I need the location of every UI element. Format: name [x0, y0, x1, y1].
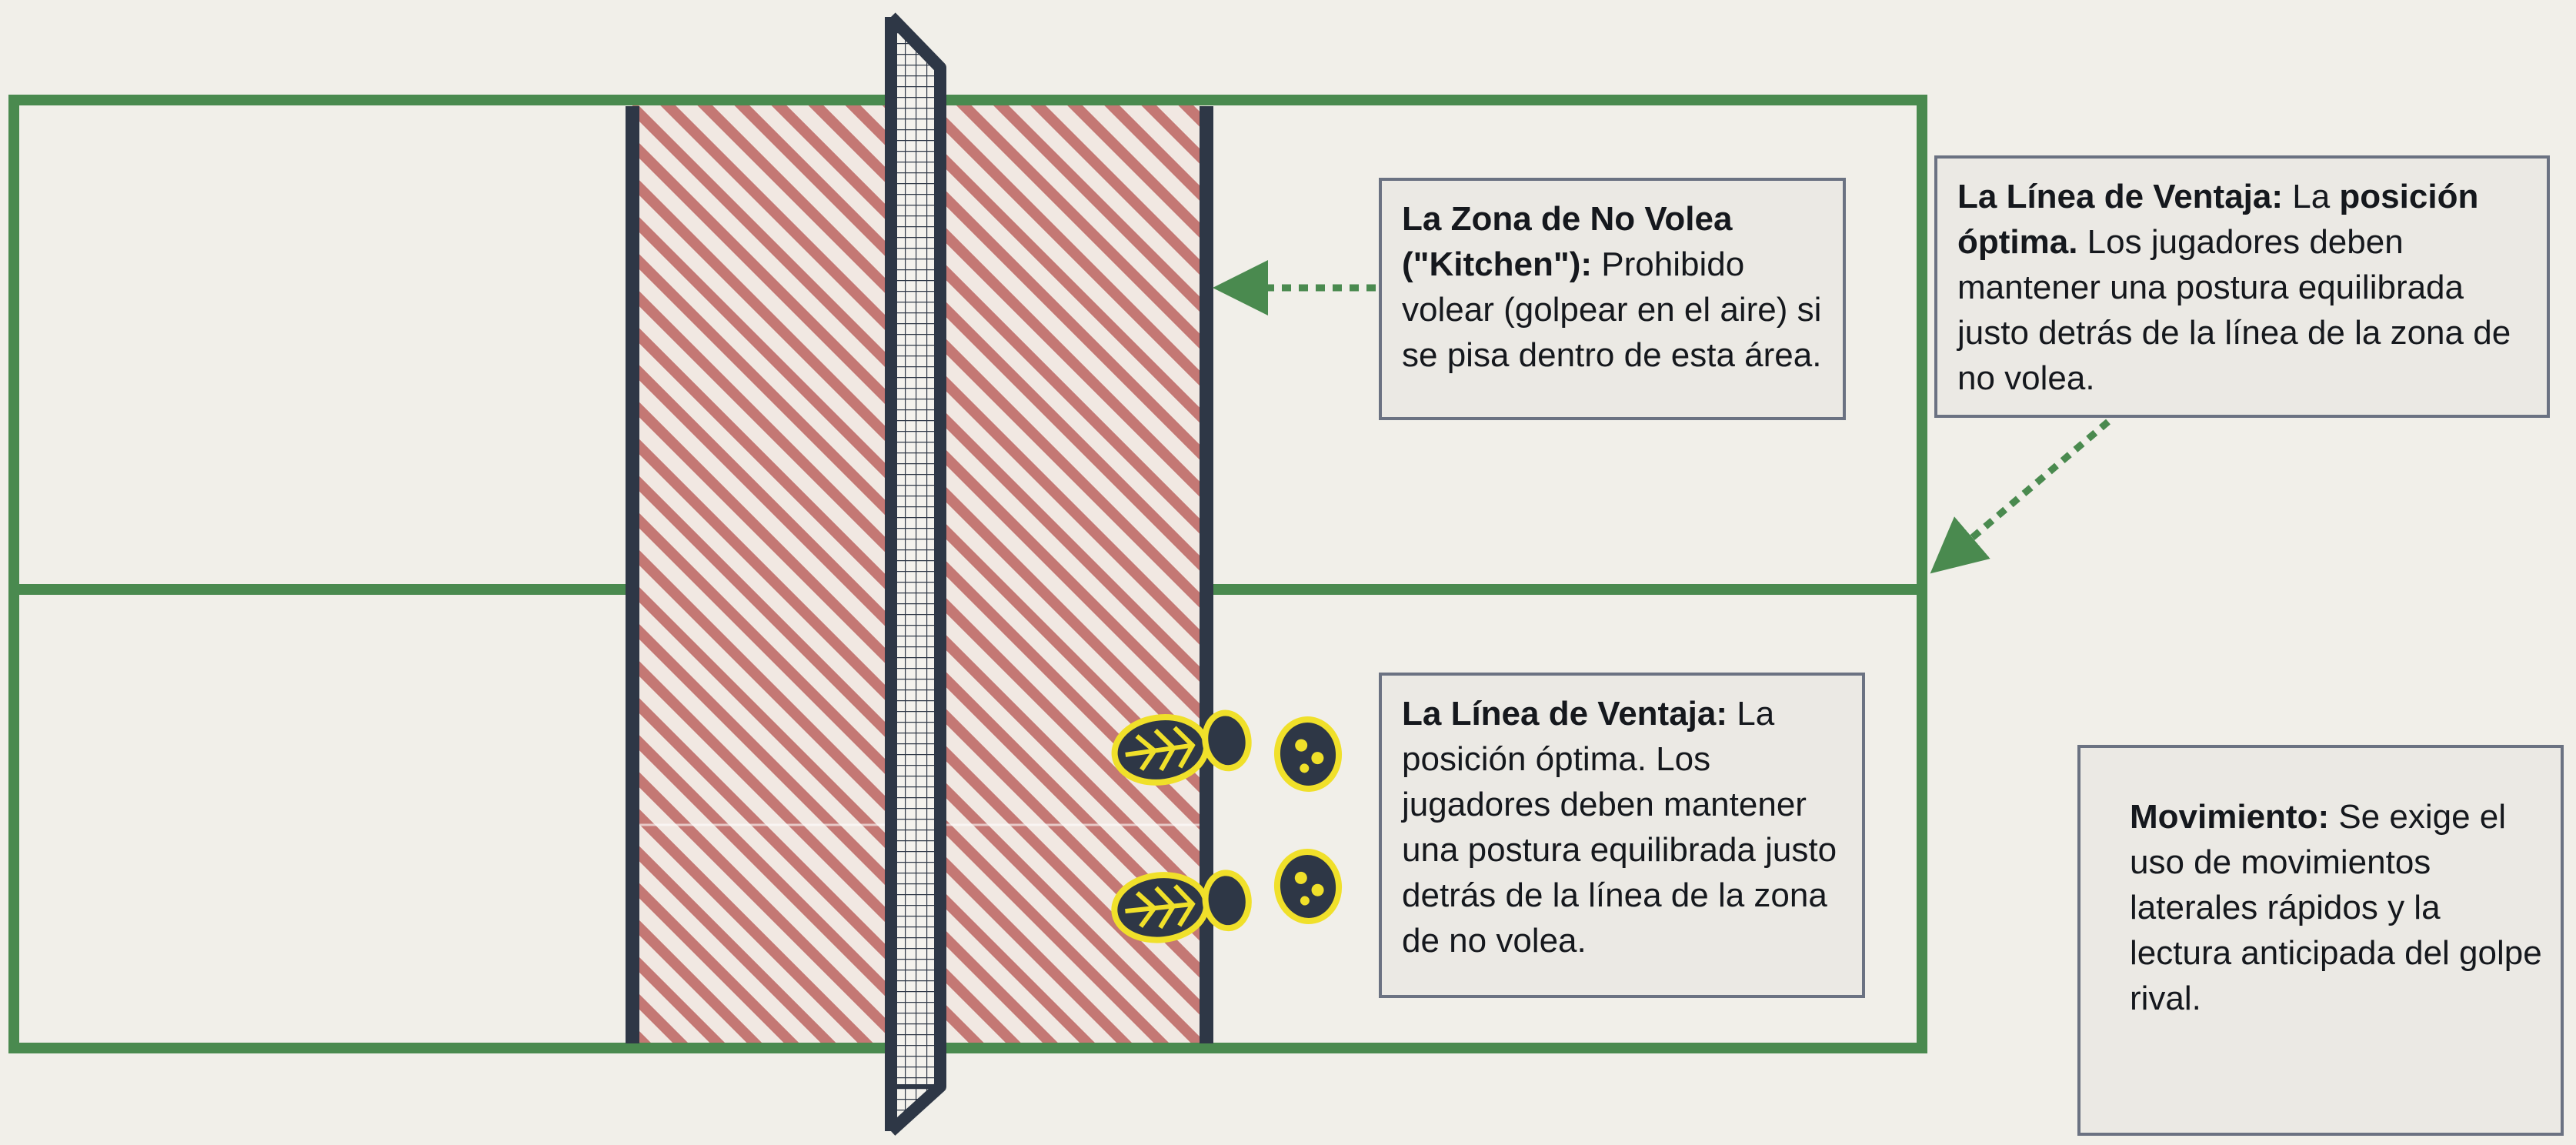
dotted-arrow-icon — [1213, 260, 2111, 574]
footprints-icon — [1111, 709, 1343, 943]
movement-callout: Movimiento: Se exige el uso de movimient… — [2077, 745, 2564, 1136]
advantage-arrow — [1930, 419, 2111, 574]
advantage-line-callout-lower: La Línea de Ventaja: La posición óptima.… — [1379, 673, 1865, 998]
advantage-top-text-1: La — [2283, 178, 2340, 215]
net-icon — [885, 12, 946, 1136]
court-outline — [8, 95, 1927, 1053]
advantage-low-title: La Línea de Ventaja: — [1402, 695, 1728, 733]
advantage-top-text-2: Los jugadores deben mantener una postura… — [1957, 223, 2511, 397]
advantage-line-callout-top: La Línea de Ventaja: La posición óptima.… — [1934, 155, 2550, 418]
movement-text: Se exige el uso de movimientos laterales… — [2130, 798, 2542, 1017]
movement-title: Movimiento: — [2130, 798, 2330, 836]
kitchen-callout-title: La Zona de No Volea ("Kitchen"): — [1402, 200, 1733, 283]
kitchen-callout: La Zona de No Volea ("Kitchen"): Prohibi… — [1379, 178, 1846, 420]
advantage-top-emphasis: posición óptima. — [1957, 178, 2479, 261]
kitchen-callout-text: Prohibido volear (golpear en el aire) si… — [1402, 245, 1822, 374]
advantage-top-title: La Línea de Ventaja: — [1957, 178, 2284, 215]
advantage-low-text: La posición óptima. Los jugadores deben … — [1402, 695, 1837, 960]
